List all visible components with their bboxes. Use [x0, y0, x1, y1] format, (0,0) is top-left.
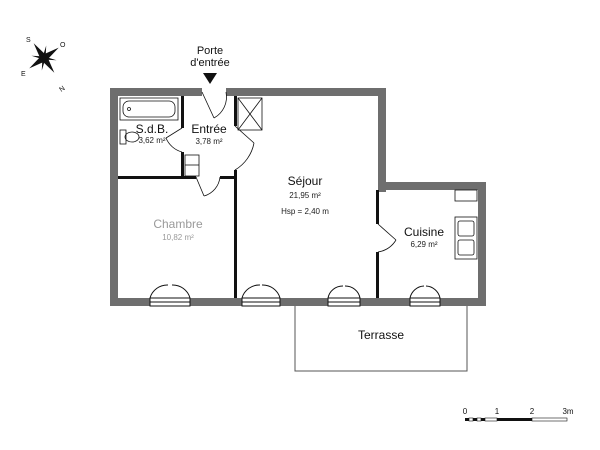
bathtub [119, 97, 179, 121]
scale-tick-1: 1 [495, 407, 500, 416]
sejour-area: 21,95 m² [289, 191, 321, 200]
shower-cabinet [237, 97, 263, 131]
scale-bar: 0 1 2 3m [463, 407, 574, 422]
entrance-label-line1: Porte [197, 45, 223, 57]
interior-walls [118, 96, 379, 298]
sdb-name: S.d.B. [136, 122, 169, 136]
cuisine-area: 6,29 m² [410, 240, 437, 249]
entrance-arrow-icon [203, 73, 217, 84]
cuisine-name: Cuisine [404, 225, 444, 239]
door-swings [165, 91, 397, 253]
scale-tick-3: 3m [562, 407, 573, 416]
chambre-name: Chambre [153, 217, 203, 231]
kitchen-fixtures [454, 189, 478, 260]
compass-rose: S O E N [21, 37, 67, 94]
toilet [119, 129, 140, 145]
sejour-height: Hsp = 2,40 m [281, 207, 329, 216]
sdb-area: 3,62 m² [138, 136, 165, 145]
entrance-label-line2: d'entrée [190, 57, 229, 69]
exterior-walls [110, 88, 486, 306]
terrasse-name: Terrasse [358, 328, 404, 342]
compass-o-label: O [60, 42, 66, 49]
bay-windows [149, 284, 441, 307]
compass-s-label: S [26, 37, 31, 44]
compass-n-label: N [58, 85, 66, 94]
scale-tick-2: 2 [530, 407, 535, 416]
compass-e-label: E [21, 71, 26, 78]
chambre-area: 10,82 m² [162, 233, 194, 242]
entree-name: Entrée [191, 122, 227, 136]
entree-area: 3,78 m² [195, 137, 222, 146]
storage-unit [184, 154, 200, 177]
sejour-name: Séjour [288, 174, 323, 188]
scale-tick-0: 0 [463, 407, 468, 416]
